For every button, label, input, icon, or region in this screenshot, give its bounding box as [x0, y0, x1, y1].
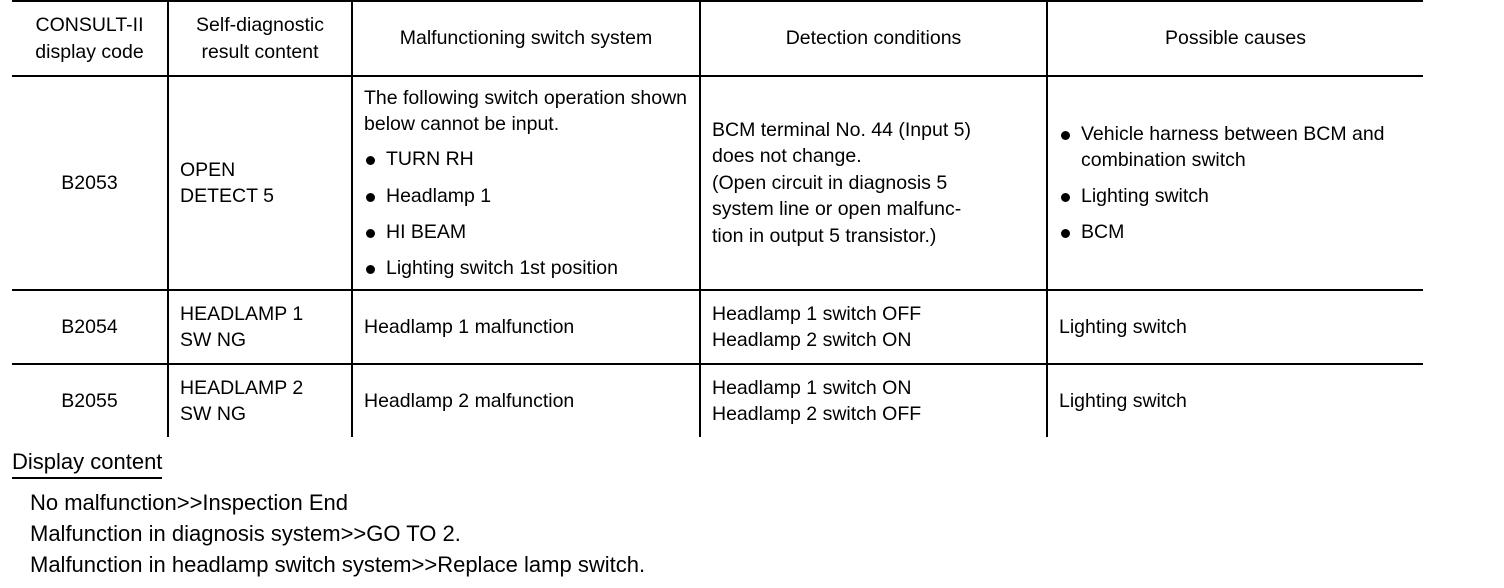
- switch-text: Headlamp 2 malfunction: [364, 389, 575, 412]
- switch-lead-text: The following switch operation shown bel…: [364, 87, 688, 136]
- cause-bullet-list: Vehicle harness between BCM and combinat…: [1059, 121, 1412, 246]
- column-header-consult-line2: display code: [35, 40, 144, 63]
- list-item: Headlamp 1: [364, 183, 688, 209]
- result-line1: HEADLAMP 2: [180, 376, 304, 399]
- cell-self-diagnostic-result: HEADLAMP 1 SW NG: [167, 289, 352, 365]
- detect-line: does not change.: [712, 145, 862, 168]
- diagnostic-table-container: CONSULT-II display code Self-diagnostic …: [12, 0, 1423, 438]
- detect-line: Headlamp 1 switch ON: [712, 376, 912, 399]
- column-header-result-line2: result content: [201, 40, 319, 63]
- diagnostic-table: CONSULT-II display code Self-diagnostic …: [12, 0, 1423, 438]
- detect-line: system line or open malfunc-: [712, 198, 962, 221]
- result-line2: SW NG: [180, 329, 247, 352]
- result-line2: SW NG: [180, 403, 247, 426]
- result-line1: OPEN: [180, 158, 236, 181]
- column-header-detection-conditions: Detection conditions: [699, 0, 1047, 77]
- cell-detection-conditions: BCM terminal No. 44 (Input 5) does not c…: [699, 75, 1047, 291]
- cell-malfunctioning-switch-system: Headlamp 2 malfunction: [351, 363, 700, 438]
- table-row: B2054 HEADLAMP 1 SW NG Headlamp 1 malfun…: [12, 289, 1423, 365]
- cell-detection-conditions: Headlamp 1 switch OFF Headlamp 2 switch …: [699, 289, 1047, 365]
- switch-text: Headlamp 1 malfunction: [364, 315, 575, 338]
- cell-display-code: B2054: [12, 289, 168, 365]
- list-item: HI BEAM: [364, 219, 688, 245]
- detect-line: Headlamp 1 switch OFF: [712, 302, 922, 325]
- display-content-line: Malfunction in diagnosis system>>GO TO 2…: [30, 520, 461, 546]
- detect-line: BCM terminal No. 44 (Input 5): [712, 118, 972, 141]
- cell-self-diagnostic-result: OPEN DETECT 5: [167, 75, 352, 291]
- cell-malfunctioning-switch-system: Headlamp 1 malfunction: [351, 289, 700, 365]
- column-header-detect-label: Detection conditions: [785, 27, 962, 50]
- table-header-row: CONSULT-II display code Self-diagnostic …: [12, 0, 1423, 77]
- column-header-result-line1: Self-diagnostic: [196, 14, 324, 36]
- result-line2: DETECT 5: [180, 185, 274, 208]
- list-item: Lighting switch 1st position: [364, 255, 688, 281]
- cell-display-code: B2053: [12, 75, 168, 291]
- display-code-value: B2055: [61, 389, 118, 412]
- list-item: BCM: [1059, 219, 1412, 245]
- column-header-malfunctioning-switch-system: Malfunctioning switch system: [351, 0, 700, 77]
- column-header-self-diagnostic-result: Self-diagnostic result content: [167, 0, 352, 77]
- detect-line: Headlamp 2 switch ON: [712, 329, 912, 352]
- cell-self-diagnostic-result: HEADLAMP 2 SW NG: [167, 363, 352, 438]
- list-item: TURN RH: [364, 146, 688, 172]
- column-header-consult-line1: CONSULT-II: [35, 14, 144, 36]
- detect-line: tion in output 5 transistor.): [712, 224, 937, 247]
- cell-possible-causes: Lighting switch: [1046, 363, 1423, 438]
- list-item: Lighting switch: [1059, 183, 1412, 209]
- cell-possible-causes: Lighting switch: [1046, 289, 1423, 365]
- display-code-value: B2054: [61, 315, 118, 338]
- display-content-line: Malfunction in headlamp switch system>>R…: [30, 551, 646, 577]
- cell-malfunctioning-switch-system: The following switch operation shown bel…: [351, 75, 700, 291]
- cause-text: Lighting switch: [1059, 389, 1187, 412]
- detect-line: Headlamp 2 switch OFF: [712, 403, 922, 426]
- cause-text: Lighting switch: [1059, 315, 1187, 338]
- table-row: B2055 HEADLAMP 2 SW NG Headlamp 2 malfun…: [12, 363, 1423, 438]
- column-header-cause-label: Possible causes: [1165, 27, 1306, 50]
- cell-display-code: B2055: [12, 363, 168, 438]
- result-line1: HEADLAMP 1: [180, 302, 304, 325]
- display-content-lines: No malfunction>>Inspection End Malfuncti…: [30, 487, 1492, 581]
- list-item: Vehicle harness between BCM and combinat…: [1059, 121, 1412, 173]
- display-content-heading: Display content: [12, 448, 163, 479]
- display-content-line: No malfunction>>Inspection End: [30, 489, 348, 515]
- column-header-consult-display-code: CONSULT-II display code: [12, 0, 168, 77]
- column-header-switch-label: Malfunctioning switch system: [399, 27, 653, 50]
- table-row: B2053 OPEN DETECT 5 The following switch…: [12, 75, 1423, 291]
- display-code-value: B2053: [61, 171, 118, 194]
- cell-possible-causes: Vehicle harness between BCM and combinat…: [1046, 75, 1423, 291]
- display-content-section: Display content No malfunction>>Inspecti…: [12, 448, 1492, 580]
- switch-bullet-list: TURN RH Headlamp 1 HI BEAM Lighting swit…: [364, 146, 688, 281]
- cell-detection-conditions: Headlamp 1 switch ON Headlamp 2 switch O…: [699, 363, 1047, 438]
- detect-line: (Open circuit in diagnosis 5: [712, 171, 948, 194]
- column-header-possible-causes: Possible causes: [1046, 0, 1423, 77]
